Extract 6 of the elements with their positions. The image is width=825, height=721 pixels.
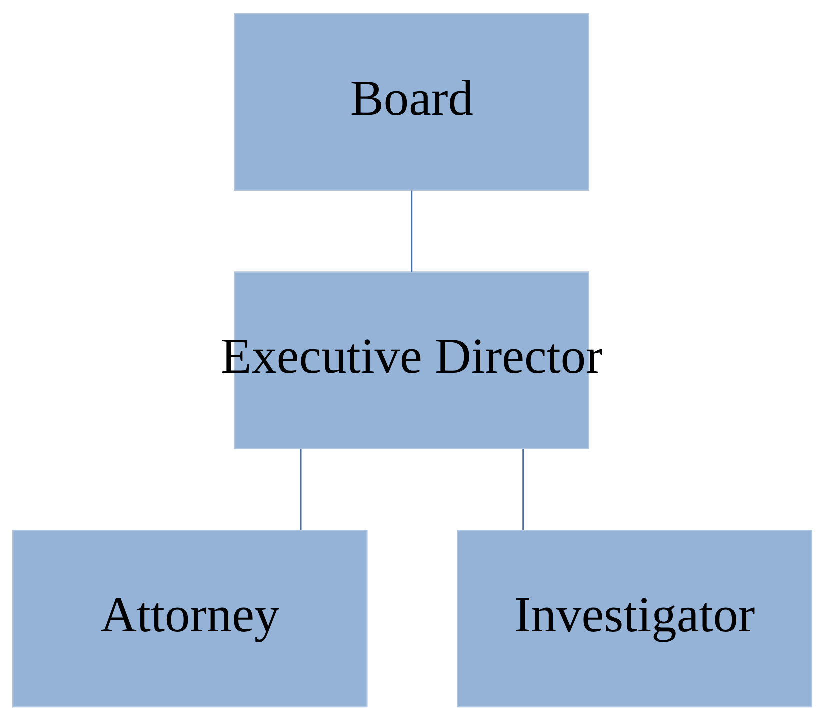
node-box: Board: [234, 13, 590, 192]
node-box: Attorney: [12, 530, 368, 708]
connector: [300, 449, 302, 530]
connector: [522, 449, 524, 530]
node-box: Investigator: [457, 530, 812, 708]
connector: [411, 190, 413, 272]
